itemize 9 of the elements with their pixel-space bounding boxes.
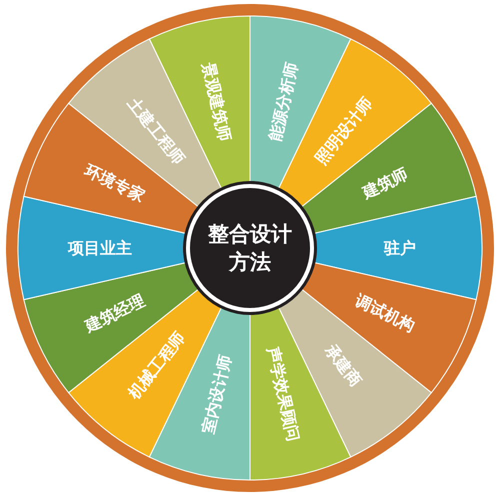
segment-label: 调试机构 <box>352 290 418 336</box>
segment-label: 景观建筑师 <box>198 60 235 143</box>
center-label: 整合设计方法 <box>207 220 293 276</box>
segment-label: 室内设计师 <box>198 353 235 436</box>
segment-label: 能源分析师 <box>265 60 302 143</box>
segment-label: 驻户 <box>384 238 416 258</box>
segment-label: 项目业主 <box>68 238 132 258</box>
segment-label: 承建商 <box>321 340 366 390</box>
segment-label: 声学效果顾问 <box>263 345 304 444</box>
